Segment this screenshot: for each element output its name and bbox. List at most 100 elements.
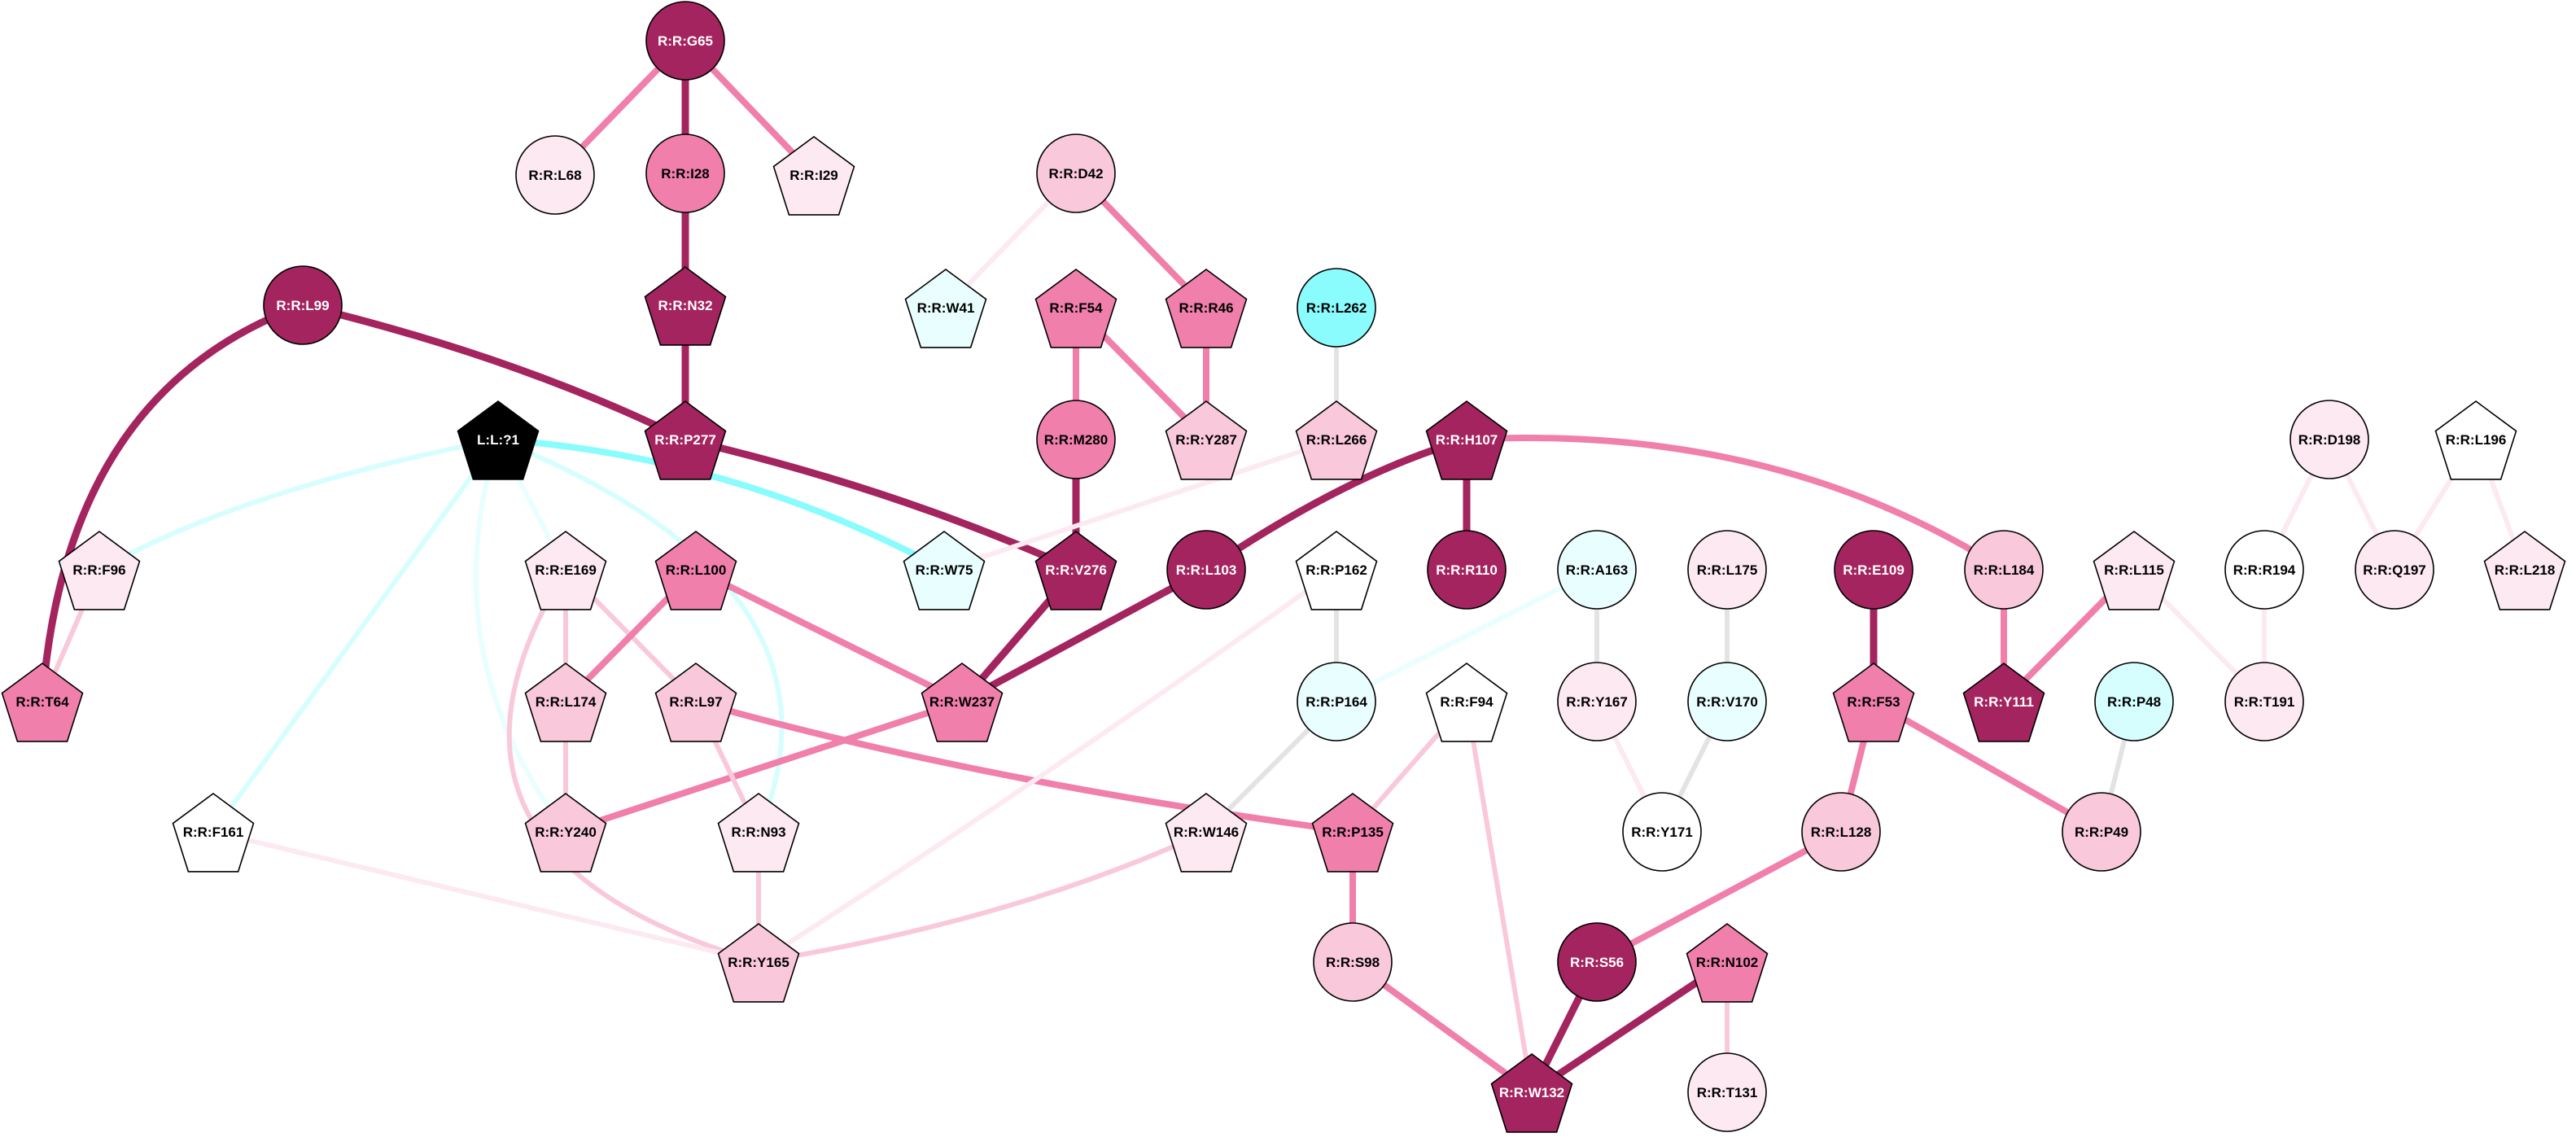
edge-p162-y165	[756, 567, 1339, 964]
node-v276: R:R:V276	[1034, 531, 1117, 610]
edge-l99-p277	[299, 301, 689, 444]
node-label: R:R:L68	[528, 168, 581, 183]
node-label: R:R:L184	[1974, 562, 2035, 578]
edge-lig-y240	[473, 437, 568, 834]
node-y287: R:R:Y287	[1165, 400, 1248, 480]
node-e109: R:R:E109	[1834, 530, 1913, 610]
node-l115: R:R:L115	[2093, 531, 2176, 610]
node-label: R:R:L175	[1697, 562, 1758, 578]
node-label: R:R:F94	[1440, 694, 1494, 710]
node-i28: R:R:I28	[645, 133, 725, 213]
node-label: R:R:E109	[1843, 562, 1905, 578]
node-l174: R:R:L174	[524, 663, 607, 742]
node-label: R:R:M280	[1044, 432, 1108, 448]
node-label: R:R:Y167	[1566, 694, 1628, 710]
node-p277: R:R:P277	[644, 400, 727, 480]
node-l218: R:R:L218	[2483, 531, 2566, 610]
node-label: R:R:V276	[1045, 562, 1107, 578]
edge-l100-w237	[693, 566, 965, 705]
node-pentagon	[903, 531, 986, 610]
node-pentagon	[1295, 531, 1378, 610]
node-label: R:R:E169	[535, 562, 597, 578]
edge-f53-p49	[1870, 698, 2105, 835]
node-label: R:R:L97	[669, 694, 722, 710]
node-label: R:R:P48	[2107, 694, 2161, 710]
node-y165: R:R:Y165	[717, 923, 800, 1003]
edge-e169-y165	[506, 567, 761, 964]
node-p49: R:R:P49	[2062, 792, 2141, 872]
node-circle	[1687, 530, 1767, 610]
node-label: R:R:V170	[1696, 694, 1758, 710]
node-label: R:R:Y111	[1974, 694, 2034, 710]
node-circle	[1622, 792, 1702, 872]
node-circle	[2062, 792, 2141, 872]
node-label: R:R:W75	[916, 562, 973, 578]
node-label: R:R:S56	[1570, 955, 1624, 970]
node-pentagon	[524, 793, 607, 873]
node-y171: R:R:Y171	[1622, 792, 1702, 872]
node-label: R:R:I29	[789, 168, 838, 183]
node-w41: R:R:W41	[904, 269, 987, 348]
node-w237: R:R:W237	[921, 663, 1004, 742]
node-circle	[1834, 530, 1913, 610]
node-label: R:R:T64	[15, 694, 69, 710]
node-w75: R:R:W75	[903, 531, 986, 610]
node-pentagon	[457, 400, 540, 480]
node-label: R:R:P49	[2075, 825, 2128, 840]
node-pentagon	[717, 923, 800, 1003]
node-pentagon	[644, 266, 727, 346]
node-circle	[1687, 1052, 1767, 1132]
node-pentagon	[1425, 400, 1508, 480]
edge-l97-p135	[693, 698, 1356, 835]
node-t131: R:R:T131	[1687, 1052, 1767, 1132]
node-r194: R:R:R194	[2224, 530, 2304, 610]
node-pentagon	[1425, 663, 1508, 742]
node-p162: R:R:P162	[1295, 531, 1378, 610]
node-circle	[1297, 268, 1376, 348]
node-label: R:R:P277	[654, 432, 716, 448]
node-n32: R:R:N32	[644, 266, 727, 346]
node-circle	[2224, 662, 2304, 741]
node-w132: R:R:W132	[1490, 1053, 1573, 1133]
node-l100: R:R:L100	[654, 531, 737, 610]
node-label: R:R:A163	[1566, 562, 1629, 578]
edge-h107-l184	[1463, 435, 2007, 573]
node-circle	[2355, 530, 2434, 610]
node-label: R:R:T191	[2234, 694, 2295, 710]
node-circle	[1557, 530, 1637, 610]
node-circle	[263, 265, 343, 345]
node-n102: R:R:N102	[1686, 923, 1769, 1003]
node-pentagon	[1034, 531, 1117, 610]
node-label: R:R:D198	[2298, 432, 2361, 448]
node-pentagon	[654, 531, 737, 610]
node-label: R:R:T131	[1697, 1085, 1758, 1100]
node-pentagon	[2483, 531, 2566, 610]
edge-lig-f161	[211, 437, 501, 834]
node-circle	[1166, 530, 1246, 610]
node-f94: R:R:F94	[1425, 663, 1508, 742]
node-pentagon	[1165, 269, 1248, 348]
node-w146: R:R:W146	[1165, 793, 1248, 873]
node-circle	[1964, 530, 2044, 610]
node-label: R:R:Y165	[728, 955, 789, 970]
node-circle	[1687, 662, 1767, 741]
node-a163: R:R:A163	[1557, 530, 1637, 610]
edge-l103-w237	[958, 566, 1210, 706]
node-circle	[2224, 530, 2304, 610]
node-pentagon	[717, 793, 800, 873]
node-label: R:R:P164	[1305, 694, 1367, 710]
node-label: R:R:N32	[658, 298, 712, 313]
edge-lig-w75	[495, 436, 947, 573]
node-lig: L:L:?1	[457, 400, 540, 480]
node-label: R:R:Q197	[2363, 562, 2425, 578]
node-y111: R:R:Y111	[1962, 663, 2045, 742]
node-h107: R:R:H107	[1425, 400, 1508, 480]
node-label: R:R:L262	[1306, 300, 1367, 316]
node-pentagon	[524, 531, 607, 610]
node-label: R:R:L266	[1306, 432, 1367, 448]
node-circle	[2290, 400, 2369, 479]
node-circle	[2094, 662, 2174, 741]
node-circle	[1427, 530, 1507, 610]
node-pentagon	[58, 531, 141, 610]
node-label: L:L:?1	[477, 432, 519, 448]
